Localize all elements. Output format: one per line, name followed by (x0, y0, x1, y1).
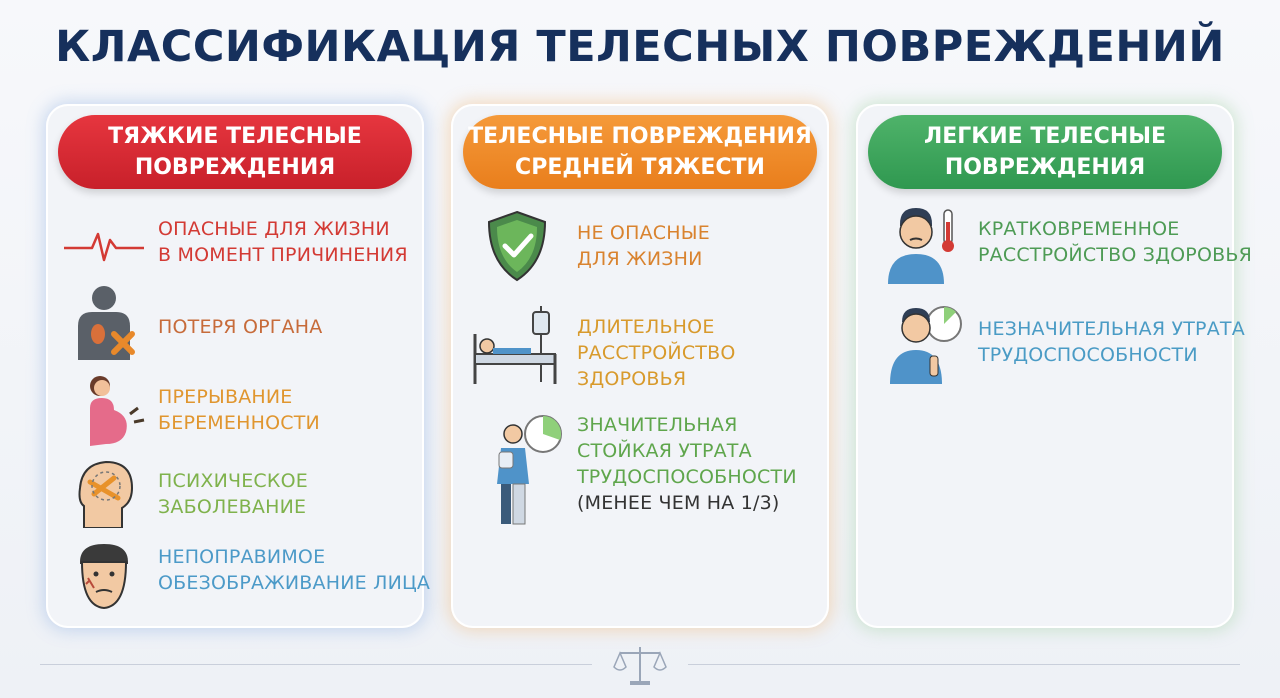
organ-loss-icon (78, 286, 135, 360)
disfigured-face-icon (80, 544, 128, 610)
severe-injuries-card: ТЯЖКИЕ ТЕЛЕСНЫЕ ПОВРЕЖДЕНИЯ ОПАСНЫЕ ДЛЯ … (46, 104, 430, 628)
mental-illness-icon (78, 460, 134, 528)
injured-person-icon (497, 415, 562, 525)
pregnancy-icon (90, 376, 145, 446)
scales-of-justice-icon (613, 647, 667, 685)
light-injuries-header: ЛЕГКИЕ ТЕЛЕСНЫЕ ПОВРЕЖДЕНИЯ (868, 115, 1222, 189)
hospital-bed-icon (473, 306, 557, 384)
severe-injuries-header: ТЯЖКИЕ ТЕЛЕСНЫЕ ПОВРЕЖДЕНИЯ (58, 115, 412, 189)
minor-disability-icon (890, 306, 962, 384)
moderate-injuries-header: ТЕЛЕСНЫЕ ПОВРЕЖДЕНИЯ СРЕДНЕЙ ТЯЖЕСТИ (463, 115, 817, 189)
footer-divider-left (40, 664, 592, 665)
footer-divider-right (688, 664, 1240, 665)
shield-check-icon (487, 210, 547, 282)
light-injuries-card: ЛЕГКИЕ ТЕЛЕСНЫЕ ПОВРЕЖДЕНИЯ КРАТКОВРЕМЕН… (856, 104, 1252, 628)
moderate-injuries-card: ТЕЛЕСНЫЕ ПОВРЕЖДЕНИЯ СРЕДНЕЙ ТЯЖЕСТИ НЕ … (451, 104, 829, 628)
page-title: КЛАССИФИКАЦИЯ ТЕЛЕСНЫХ ПОВРЕЖДЕНИЙ (55, 22, 1225, 72)
sick-person-icon (888, 208, 954, 284)
heartbeat-icon (64, 232, 144, 262)
